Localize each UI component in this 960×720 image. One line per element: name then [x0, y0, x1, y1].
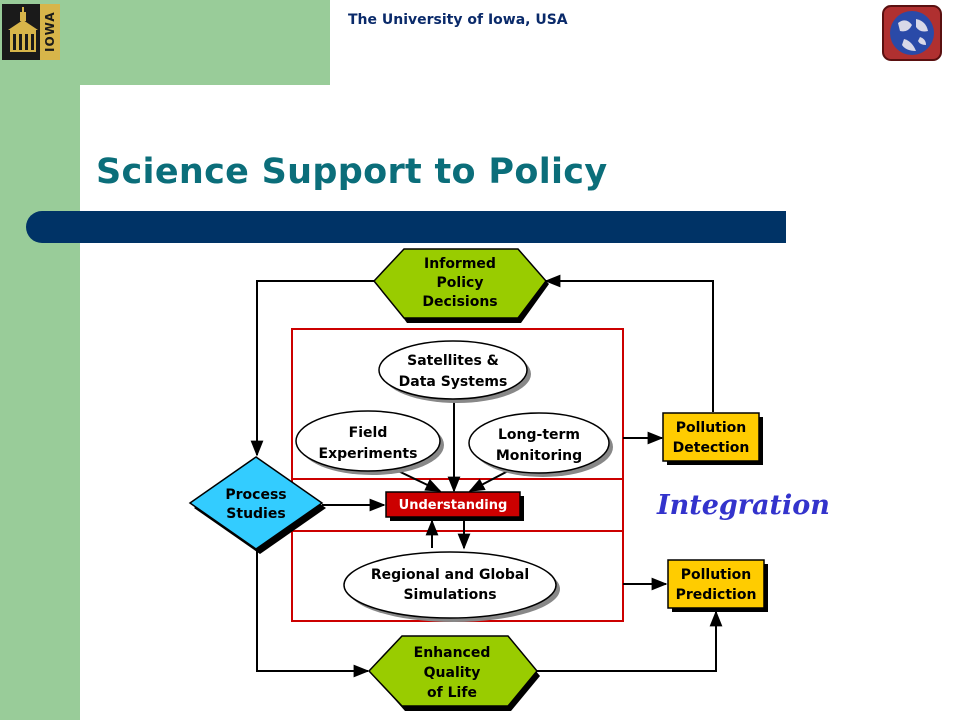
- enhanced-line2: Quality: [424, 665, 481, 681]
- longterm-line1: Long-term: [498, 427, 580, 443]
- prediction-line1: Pollution: [681, 567, 752, 583]
- satellites-line2: Data Systems: [399, 374, 508, 390]
- simulations-line1: Regional and Global: [371, 567, 529, 583]
- connector-lines: [250, 274, 723, 678]
- arrow-longterm-to-understanding: [468, 469, 511, 492]
- enhanced-line3: of Life: [427, 685, 477, 701]
- pollution-prediction-box: Pollution Prediction: [667, 559, 768, 612]
- field-line1: Field: [349, 425, 388, 441]
- university-name: The University of Iowa, USA: [348, 12, 568, 28]
- enhanced-quality-diamond: Enhanced Quality of Life: [367, 635, 540, 711]
- globe-icon: [882, 5, 942, 61]
- informed-policy-line1: Informed: [424, 256, 496, 272]
- process-line1: Process: [225, 487, 286, 503]
- arrow-process-to-enhanced: [256, 548, 370, 678]
- informed-policy-diamond: Informed Policy Decisions: [373, 248, 549, 323]
- informed-policy-line3: Decisions: [422, 294, 497, 310]
- enhanced-line1: Enhanced: [414, 645, 491, 661]
- left-green-strip: [0, 0, 80, 720]
- informed-policy-line2: Policy: [437, 275, 484, 291]
- simulations-line2: Simulations: [403, 587, 496, 603]
- satellites-line1: Satellites &: [407, 353, 499, 369]
- prediction-line2: Prediction: [676, 587, 757, 603]
- old-capitol-icon: [8, 7, 38, 52]
- understanding-label: Understanding: [399, 498, 508, 513]
- process-line2: Studies: [226, 506, 285, 522]
- field-experiments-node: Field Experiments: [295, 410, 444, 475]
- arrow-detection-to-policy: [544, 274, 714, 412]
- pollution-detection-box: Pollution Detection: [662, 412, 763, 465]
- detection-line1: Pollution: [676, 420, 747, 436]
- arrow-policy-to-process: [250, 280, 374, 457]
- field-line2: Experiments: [319, 446, 418, 462]
- longterm-line2: Monitoring: [496, 448, 582, 464]
- integration-label: Integration: [657, 490, 830, 521]
- detection-line2: Detection: [673, 440, 750, 456]
- longterm-monitoring-node: Long-term Monitoring: [468, 412, 613, 477]
- process-studies-diamond: Process Studies: [188, 456, 326, 554]
- understanding-box: Understanding: [385, 491, 524, 521]
- simulations-node: Regional and Global Simulations: [343, 551, 560, 622]
- slide-title: Science Support to Policy: [96, 152, 608, 192]
- content-corner: [80, 85, 160, 165]
- satellites-node: Satellites & Data Systems: [378, 340, 531, 403]
- arrow-enhanced-to-prediction: [537, 610, 723, 672]
- title-underline-bar: [26, 211, 786, 243]
